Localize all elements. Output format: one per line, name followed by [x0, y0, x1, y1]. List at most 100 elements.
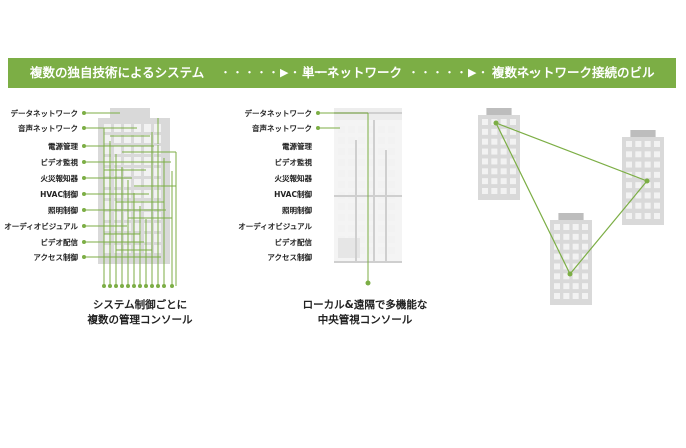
- left-system-label: 火災報知器: [40, 174, 79, 183]
- right-building-left-window: [482, 158, 488, 165]
- left-building-window: [144, 179, 151, 187]
- left-wire-node: [82, 176, 86, 180]
- middle-building-window: [338, 225, 345, 232]
- left-system-label: HVAC制御: [40, 190, 78, 199]
- left-console-node: [170, 284, 174, 288]
- left-building-window: [134, 223, 141, 231]
- right-building-left-window: [482, 188, 488, 194]
- right-building-bottom-window: [572, 233, 579, 240]
- left-wire-node: [82, 255, 86, 259]
- right-building-bottom-window: [572, 283, 579, 290]
- middle-building-window: [338, 170, 345, 177]
- right-building-left-window: [491, 148, 498, 155]
- middle-building-window: [338, 181, 345, 188]
- middle-building-window: [358, 181, 365, 188]
- middle-system-label: HVAC制御: [274, 190, 312, 199]
- right-building-bottom-window: [582, 224, 588, 230]
- right-building-left-window: [500, 148, 507, 155]
- middle-building-window: [358, 137, 365, 144]
- right-building-bottom-window: [582, 233, 588, 240]
- left-console-node: [144, 284, 148, 288]
- right-building-right-window: [654, 213, 660, 219]
- left-building-window: [144, 245, 151, 253]
- right-building-left-window: [510, 158, 516, 165]
- left-building-window: [134, 135, 141, 143]
- right-building-right-window: [654, 171, 660, 178]
- left-building-window: [134, 179, 141, 187]
- middle-building-window: [378, 137, 385, 144]
- left-building-window: [104, 223, 111, 231]
- banner-step-3: 複数ネットワーク接続のビル: [492, 65, 655, 80]
- middle-building-window: [358, 159, 365, 166]
- middle-building-window: [348, 137, 355, 144]
- middle-building-window: [378, 170, 385, 177]
- right-building-left-window: [510, 138, 516, 145]
- building-network-node: [567, 271, 573, 277]
- left-console-node: [126, 284, 130, 288]
- right-building-left-window: [482, 138, 488, 145]
- left-system-label: 照明制御: [48, 206, 78, 215]
- right-building-left-roof: [486, 108, 512, 115]
- left-building-window: [104, 212, 111, 220]
- left-wire-node: [82, 160, 86, 164]
- middle-building-window: [358, 203, 365, 210]
- right-building-left-window: [500, 188, 507, 194]
- left-wire-node: [82, 224, 86, 228]
- building-network-node: [493, 120, 499, 126]
- middle-building-window: [358, 214, 365, 221]
- right-building-bottom-window: [582, 283, 588, 290]
- right-building-left-window: [482, 148, 488, 155]
- middle-building-window: [378, 203, 385, 210]
- middle-system-label: 照明制御: [282, 206, 312, 215]
- middle-building-window: [348, 203, 355, 210]
- right-building-bottom-window: [563, 243, 570, 250]
- left-building-window: [144, 234, 151, 242]
- left-building-window: [124, 135, 131, 143]
- left-building-window: [104, 245, 111, 253]
- middle-building-window: [358, 148, 365, 155]
- right-building-bottom-roof: [558, 213, 584, 220]
- middle-building-window: [368, 148, 375, 155]
- right-building-left-window: [500, 128, 507, 135]
- right-building-right-window: [626, 151, 632, 158]
- right-building-right-roof: [630, 130, 656, 137]
- left-building-window: [134, 168, 141, 176]
- right-building-left-window: [500, 168, 507, 175]
- header-banner: 複数の独自技術によるシステム ・・・・・▶・・・・・ 単一ネットワーク ・・・・…: [8, 58, 676, 88]
- middle-building-window: [378, 247, 385, 254]
- right-building-right-window: [635, 202, 642, 209]
- right-building-right-window: [644, 192, 651, 199]
- middle-building-window: [348, 170, 355, 177]
- middle-building-window: [388, 236, 395, 243]
- middle-building-window: [338, 148, 345, 155]
- left-building-window: [144, 135, 151, 143]
- right-building-bottom-window: [563, 224, 570, 230]
- middle-building-window: [378, 181, 385, 188]
- middle-building-door: [338, 238, 360, 258]
- middle-building-window: [368, 225, 375, 232]
- right-building-bottom-window: [582, 263, 588, 270]
- right-building-left-window: [482, 168, 488, 175]
- right-building-right: [622, 137, 664, 225]
- middle-building-window: [368, 126, 375, 133]
- middle-building-window: [358, 247, 365, 254]
- right-building-right-window: [626, 171, 632, 178]
- right-building-right-window: [635, 161, 642, 168]
- right-building-right-window: [644, 151, 651, 158]
- right-building-right-window: [626, 202, 632, 209]
- middle-building-window: [378, 225, 385, 232]
- right-building-bottom-window: [554, 293, 560, 299]
- left-building-window: [104, 234, 111, 242]
- left-console-node: [156, 284, 160, 288]
- right-building-right-window: [626, 182, 632, 189]
- left-caption-line1: システム制御ごとに: [92, 299, 188, 311]
- left-building-window: [124, 157, 131, 165]
- right-building-bottom-window: [563, 233, 570, 240]
- left-building-window: [134, 146, 141, 154]
- middle-caption: ローカル&遠隔で多機能な 中央管視コンソール: [290, 298, 440, 328]
- left-building-window: [114, 212, 121, 220]
- right-building-right-window: [626, 213, 632, 219]
- left-wire-node: [82, 240, 86, 244]
- left-system-label: ビデオ配信: [40, 238, 79, 247]
- right-building-bottom-window: [563, 293, 570, 299]
